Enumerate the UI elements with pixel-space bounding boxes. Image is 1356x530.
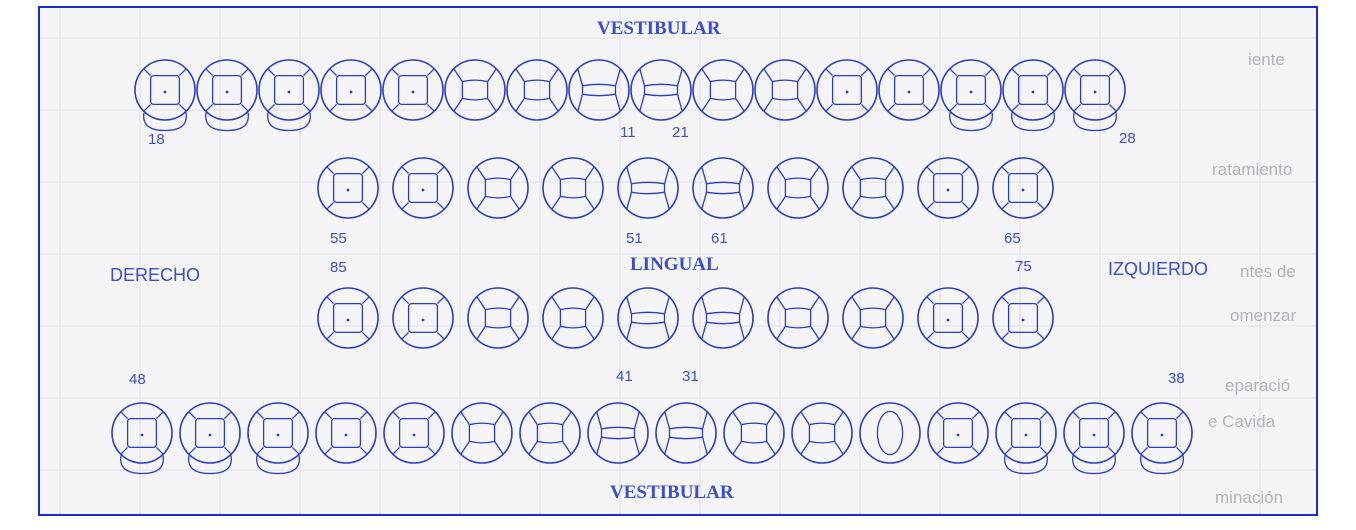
tooth-icon <box>792 403 852 463</box>
tooth-icon <box>321 60 381 120</box>
tooth-icon <box>135 60 195 131</box>
tooth-icon <box>259 60 319 131</box>
tooth-icon <box>543 288 603 348</box>
right-side-label: DERECHO <box>110 265 200 286</box>
tooth-icon <box>993 158 1053 218</box>
tooth-icon <box>656 403 716 463</box>
tooth-icon <box>631 60 691 120</box>
tooth-icon <box>112 403 172 474</box>
tooth-number: 65 <box>1004 230 1021 247</box>
tooth-icon <box>618 158 678 218</box>
odontogram-frame: iente ratamiento ntes de omenzar eparaci… <box>38 6 1318 516</box>
tooth-icon <box>768 288 828 348</box>
tooth-icon <box>507 60 567 120</box>
tooth-number: 55 <box>330 230 347 247</box>
tooth-icon <box>452 403 512 463</box>
tooth-icon <box>384 403 444 463</box>
tooth-number: 85 <box>330 259 347 276</box>
tooth-icon <box>1065 60 1125 131</box>
tooth-icon <box>817 60 877 120</box>
tooth-number: 31 <box>682 368 699 385</box>
vestibular-bottom-heading: VESTIBULAR <box>610 482 734 504</box>
tooth-icon <box>941 60 1001 131</box>
tooth-icon <box>180 403 240 474</box>
tooth-icon <box>588 403 648 463</box>
tooth-number: 11 <box>620 124 636 141</box>
tooth-icon <box>618 288 678 348</box>
tooth-icon <box>318 288 378 348</box>
tooth-icon <box>918 158 978 218</box>
tooth-icon <box>993 288 1053 348</box>
tooth-icon <box>693 60 753 120</box>
tooth-number: 48 <box>129 371 146 388</box>
tooth-number: 38 <box>1168 370 1185 387</box>
tooth-icon <box>928 403 988 463</box>
tooth-icon <box>1003 60 1063 131</box>
tooth-icon <box>543 158 603 218</box>
tooth-icon <box>724 403 784 463</box>
tooth-icon <box>445 60 505 120</box>
tooth-icon <box>843 288 903 348</box>
left-side-label: IZQUIERDO <box>1108 259 1208 280</box>
tooth-icon <box>468 158 528 218</box>
tooth-number: 61 <box>711 230 728 247</box>
tooth-number: 51 <box>626 230 643 247</box>
tooth-icon <box>318 158 378 218</box>
tooth-icon <box>520 403 580 463</box>
tooth-icon <box>248 403 308 474</box>
tooth-icon <box>843 158 903 218</box>
vestibular-top-heading: VESTIBULAR <box>597 18 721 40</box>
tooth-icon <box>879 60 939 120</box>
tooth-icon <box>918 288 978 348</box>
tooth-number: 41 <box>616 368 633 385</box>
tooth-number: 75 <box>1015 258 1032 275</box>
tooth-icon <box>383 60 443 120</box>
tooth-icon <box>393 288 453 348</box>
tooth-icon <box>755 60 815 120</box>
tooth-icon <box>693 288 753 348</box>
tooth-icon <box>197 60 257 131</box>
tooth-icon <box>860 403 920 463</box>
tooth-number: 18 <box>148 131 165 148</box>
tooth-icon <box>693 158 753 218</box>
tooth-number: 28 <box>1119 130 1136 147</box>
tooth-icon <box>468 288 528 348</box>
tooth-icon <box>316 403 376 463</box>
tooth-number: 21 <box>672 124 689 141</box>
tooth-icon <box>1064 403 1124 474</box>
tooth-icon <box>1132 403 1192 474</box>
tooth-icon <box>569 60 629 120</box>
tooth-icon <box>393 158 453 218</box>
lingual-heading: LINGUAL <box>630 254 719 276</box>
tooth-icon <box>996 403 1056 474</box>
tooth-icon <box>768 158 828 218</box>
